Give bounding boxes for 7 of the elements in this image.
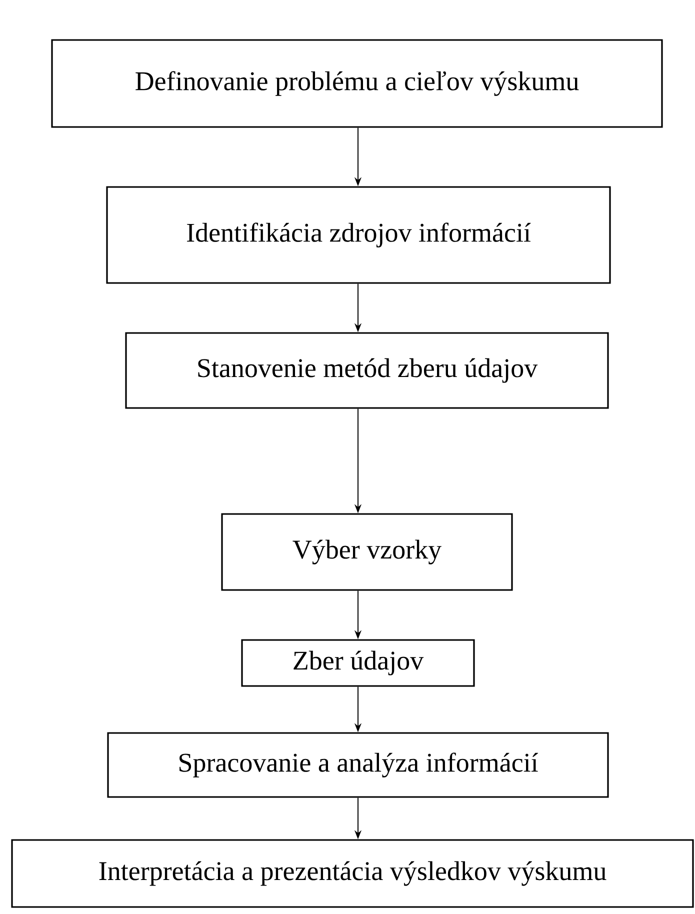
process-box: Interpretácia a prezentácia výsledkov výskumu: [11, 839, 694, 908]
process-box: Zber údajov: [241, 639, 475, 687]
process-box: Stanovenie metód zberu údajov: [125, 332, 609, 409]
process-box: Definovanie problému a cieľov výskumu: [51, 39, 663, 128]
process-box: Výber vzorky: [221, 513, 513, 591]
process-box: Identifikácia zdrojov informácií: [106, 186, 611, 284]
process-box: Spracovanie a analýza informácií: [107, 732, 609, 798]
